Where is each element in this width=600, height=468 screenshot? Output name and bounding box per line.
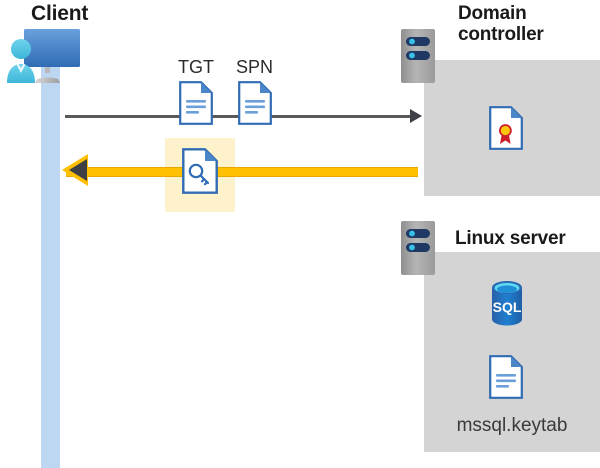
request-arrow-head-icon: [410, 109, 422, 123]
linux-server-rack-icon: [401, 221, 435, 275]
client-lifeline: [41, 66, 60, 468]
user-monitor-icon: [4, 24, 88, 86]
spn-label: SPN: [236, 57, 274, 77]
certificate-document-icon: [489, 106, 523, 150]
client-title: Client: [31, 2, 89, 25]
response-arrow-line: [66, 167, 418, 177]
keytab-document-icon: [489, 355, 523, 399]
sql-database-icon: SQL: [487, 279, 527, 327]
linux-server-title: Linux server: [455, 228, 566, 249]
key-document-icon: [182, 148, 218, 194]
keytab-filename-label: mssql.keytab: [456, 415, 568, 436]
tgt-label: TGT: [178, 57, 214, 77]
sql-label: SQL: [493, 299, 522, 315]
tgt-document-icon: [179, 81, 213, 125]
response-arrow-head-inner-icon: [69, 159, 87, 181]
spn-document-icon: [238, 81, 272, 125]
domain-controller-title: Domain controller: [458, 3, 544, 46]
domain-controller-server-rack-icon: [401, 29, 435, 83]
